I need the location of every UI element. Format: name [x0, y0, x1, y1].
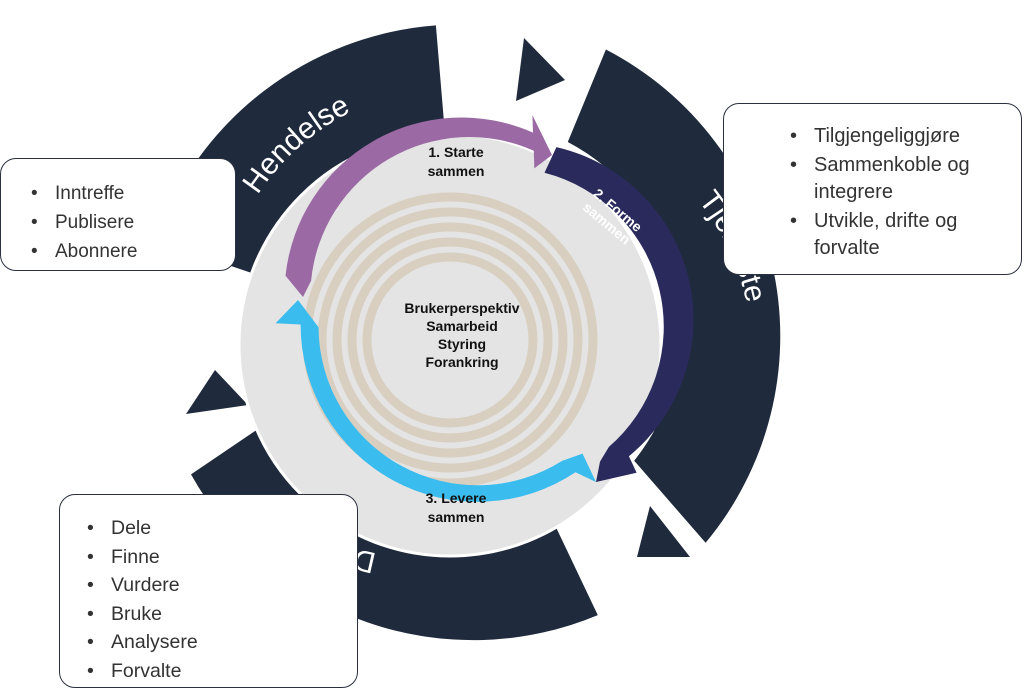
list-item: Analysere [77, 628, 357, 657]
center-text-forankring: Forankring [425, 354, 498, 370]
list-item: Publisere [21, 208, 235, 237]
hendelse-activities-box: Inntreffe Publisere Abonnere [0, 158, 236, 271]
list-item: Inntreffe [21, 179, 235, 208]
arrow-forme-sammen [544, 147, 694, 482]
list-item: Utvikle, drifte og forvalte [780, 208, 1022, 262]
data-activities-list: Dele Finne Vurdere Bruke Analysere Forva… [77, 514, 357, 685]
list-item: Abonnere [21, 237, 235, 266]
center-text-styring: Styring [438, 336, 486, 352]
transition-arrowhead-right [637, 506, 690, 557]
list-item: Dele [77, 514, 357, 543]
tjeneste-activities-box: Tilgjengeliggjøre Sammenkoble og integre… [723, 103, 1022, 275]
transition-arrowhead-left [186, 370, 248, 414]
arrow-label-levere-1: 3. Levere [426, 490, 487, 506]
list-item: Vurdere [77, 571, 357, 600]
data-activities-box: Dele Finne Vurdere Bruke Analysere Forva… [59, 494, 358, 688]
hendelse-activities-list: Inntreffe Publisere Abonnere [21, 179, 235, 266]
list-item: Forvalte [77, 657, 357, 686]
arrow-levere-sammen [275, 300, 596, 502]
arrow-label-start-2: sammen [428, 163, 485, 179]
list-item: Sammenkoble og integrere [780, 152, 1022, 206]
tjeneste-activities-list: Tilgjengeliggjøre Sammenkoble og integre… [780, 123, 1021, 262]
center-text-brukerperspektiv: Brukerperspektiv [404, 300, 519, 316]
list-item: Finne [77, 543, 357, 572]
list-item: Tilgjengeliggjøre [780, 123, 1021, 150]
center-text-samarbeid: Samarbeid [426, 318, 498, 334]
list-item: Bruke [77, 600, 357, 629]
arrow-label-levere-2: sammen [428, 509, 485, 525]
arrow-starte-sammen [285, 115, 552, 297]
transition-arrowhead-top [516, 38, 565, 101]
arrow-label-start-1: 1. Starte [428, 144, 483, 160]
